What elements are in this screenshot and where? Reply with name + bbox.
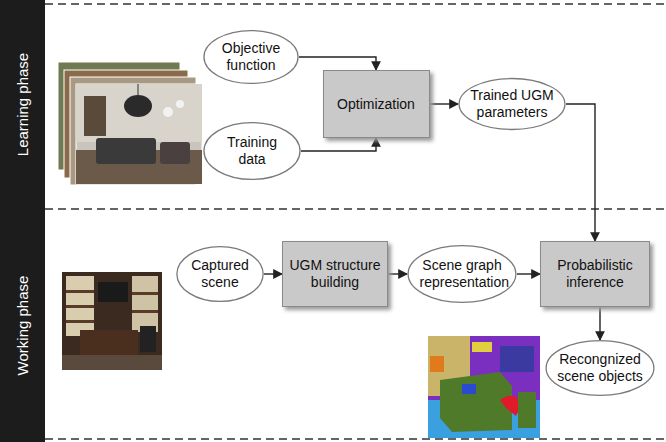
text-holder: Learning phase xyxy=(0,96,74,113)
process-box: Probabilistic inference xyxy=(540,241,650,307)
node-label: Recongnized scene objects xyxy=(555,351,645,385)
captured-scene-photo xyxy=(62,272,162,370)
separator-lines xyxy=(45,4,666,439)
phase-band: Working phase xyxy=(0,209,45,442)
node-label: Captured scene xyxy=(184,257,256,291)
node-label: Scene graph representation xyxy=(420,257,505,291)
data-ellipse: Trained UGM parameters xyxy=(458,78,566,130)
node-label: Trained UGM parameters xyxy=(468,87,556,121)
text-holder: Captured scene xyxy=(184,257,256,291)
text-holder: Training data xyxy=(212,134,292,168)
data-ellipse: Objective function xyxy=(203,30,299,84)
training-photo-stack xyxy=(58,62,202,185)
data-ellipse: Training data xyxy=(203,122,301,180)
text-holder: UGM structure building xyxy=(288,257,382,291)
arrow-connector xyxy=(430,103,459,104)
data-ellipse: Scene graph representation xyxy=(407,245,517,303)
node-label: Probabilistic inference xyxy=(546,257,644,291)
text-holder: Objective function xyxy=(212,40,290,74)
arrow-connector xyxy=(599,307,600,340)
arrow-connector xyxy=(517,273,540,274)
text-holder: Scene graph representation xyxy=(420,257,505,291)
arrow-connector xyxy=(299,57,376,70)
node-label: Objective function xyxy=(212,40,290,74)
process-box: UGM structure building xyxy=(282,241,388,307)
process-box: Optimization xyxy=(323,70,430,138)
text-holder: Working phase xyxy=(0,317,72,334)
text-holder: Probabilistic inference xyxy=(546,257,644,291)
node-label: Training data xyxy=(212,134,292,168)
phase-label: Learning phase xyxy=(14,53,31,156)
text-holder: Recongnized scene objects xyxy=(555,351,645,385)
text-holder: Optimization xyxy=(337,96,415,113)
arrow-connector xyxy=(388,273,407,274)
segmented-scene-image xyxy=(428,336,540,438)
arrow-connector xyxy=(301,138,376,151)
arrow-connector xyxy=(566,104,595,241)
phase-band: Learning phase xyxy=(0,0,45,209)
node-label: Optimization xyxy=(337,96,415,113)
arrow-connector xyxy=(264,273,282,274)
node-label: UGM structure building xyxy=(288,257,382,291)
data-ellipse: Captured scene xyxy=(176,246,264,302)
phase-label: Working phase xyxy=(14,276,31,376)
text-holder: Trained UGM parameters xyxy=(468,87,556,121)
data-ellipse: Recongnized scene objects xyxy=(545,340,655,396)
